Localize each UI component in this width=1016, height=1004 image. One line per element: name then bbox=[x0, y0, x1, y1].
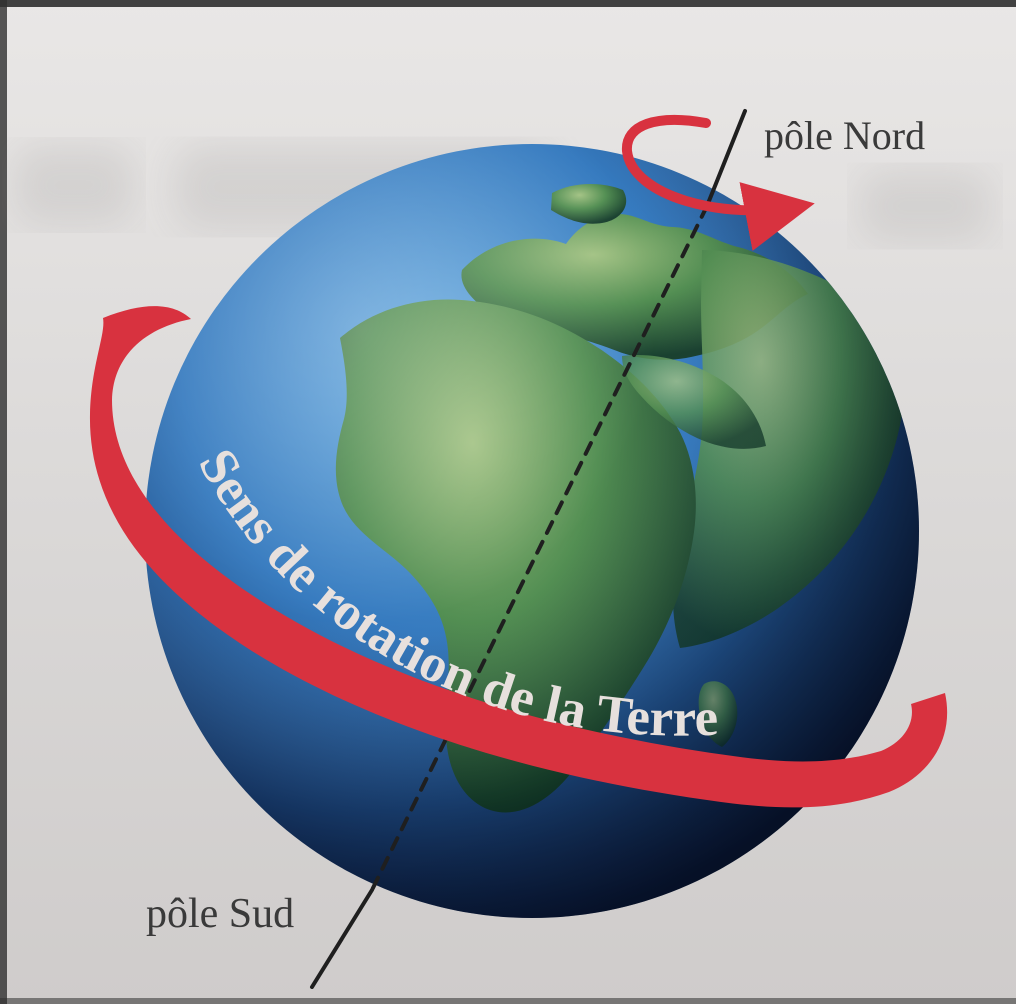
south-pole-label: pôle Sud bbox=[146, 891, 294, 937]
south-axis-segment bbox=[310, 888, 374, 989]
dashed-earth-axis bbox=[370, 204, 709, 892]
bottom-frame-shadow bbox=[0, 998, 1016, 1004]
equatorial-rotation-arrow bbox=[89, 306, 948, 808]
north-axis-segment bbox=[705, 109, 747, 208]
north-pole-label: pôle Nord bbox=[764, 113, 925, 158]
globe-shading bbox=[145, 144, 919, 918]
top-frame-shadow bbox=[0, 0, 1016, 7]
left-frame-shadow bbox=[0, 0, 7, 1004]
rotation-axis bbox=[310, 109, 747, 989]
globe bbox=[145, 144, 919, 918]
north-pole-rotation-arrow bbox=[621, 114, 815, 251]
